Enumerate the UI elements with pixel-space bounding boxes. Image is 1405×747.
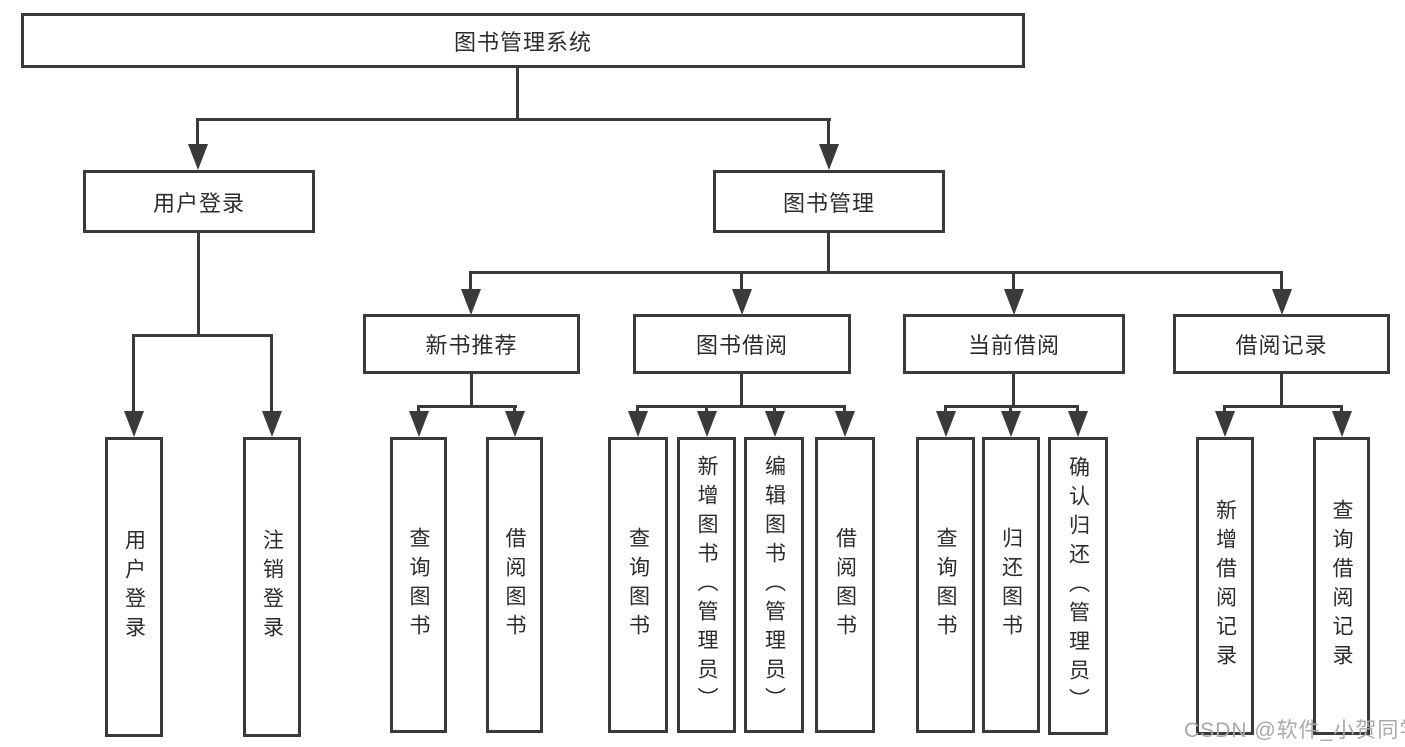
arrow-down-icon xyxy=(262,411,282,437)
arrow-down-icon xyxy=(409,411,429,437)
node-user-login: 用户登录 xyxy=(83,170,315,233)
arrow-down-icon xyxy=(765,411,785,437)
arrow-down-icon xyxy=(1068,411,1088,437)
connector-line xyxy=(740,271,743,291)
arrow-down-icon xyxy=(835,411,855,437)
arrow-down-icon xyxy=(1001,411,1021,437)
leaf-label: 查询图书 xyxy=(934,527,957,643)
connector-line xyxy=(469,271,1283,274)
leaf-label: 新增借阅记录 xyxy=(1213,499,1237,673)
leaf-label: 注销登录 xyxy=(260,529,284,645)
arrow-down-icon xyxy=(819,144,839,170)
leaf-label: 用户登录 xyxy=(122,529,146,645)
connector-line xyxy=(1009,405,1012,415)
leaf-label: 查询借阅记录 xyxy=(1330,499,1353,673)
connector-line xyxy=(469,271,472,291)
connector-line xyxy=(132,334,135,414)
arrow-down-icon xyxy=(1215,411,1235,437)
leaf-label: 新增图书（管理员） xyxy=(695,454,718,716)
connector-line xyxy=(944,405,947,415)
node-book-borrow: 图书借阅 xyxy=(633,314,851,374)
node-book-management: 图书管理 xyxy=(713,170,945,233)
connector-line xyxy=(636,405,639,415)
leaf-bb-add-book: 新增图书（管理员） xyxy=(677,437,736,733)
node-new-book-recommend: 新书推荐 xyxy=(363,314,580,374)
connector-line xyxy=(470,374,473,408)
connector-line xyxy=(197,233,200,337)
arrow-down-icon xyxy=(732,289,752,315)
leaf-label: 查询图书 xyxy=(407,527,430,643)
arrow-down-icon xyxy=(1332,411,1352,437)
leaf-bb-edit-book: 编辑图书（管理员） xyxy=(744,437,804,733)
leaf-nb-borrow-book: 借阅图书 xyxy=(486,437,543,733)
arrow-down-icon xyxy=(936,411,956,437)
connector-line xyxy=(1280,271,1283,291)
connector-line xyxy=(1280,374,1283,408)
leaf-cb-query-book: 查询图书 xyxy=(916,437,975,733)
connector-line xyxy=(827,233,830,274)
connector-line xyxy=(1340,405,1343,415)
connector-line xyxy=(843,405,846,415)
arrow-down-icon xyxy=(124,411,144,437)
node-library-system: 图书管理系统 xyxy=(21,13,1025,68)
leaf-logout: 注销登录 xyxy=(243,437,301,737)
leaf-label: 归还图书 xyxy=(999,527,1023,643)
watermark-text: CSDN @软件_小贺同学 xyxy=(1184,719,1405,742)
connector-line xyxy=(1076,405,1079,415)
connector-line xyxy=(196,118,831,121)
arrow-down-icon xyxy=(1004,289,1024,315)
connector-line xyxy=(740,374,743,408)
connector-line xyxy=(1012,374,1015,408)
connector-line xyxy=(516,68,519,121)
connector-line xyxy=(417,405,420,415)
connector-line xyxy=(132,334,273,337)
leaf-bb-query-book: 查询图书 xyxy=(608,437,668,733)
leaf-label: 查询图书 xyxy=(626,527,650,643)
leaf-cb-return-book: 归还图书 xyxy=(982,437,1040,733)
leaf-label: 确认归还（管理员） xyxy=(1066,455,1090,717)
leaf-label: 编辑图书（管理员） xyxy=(762,454,786,716)
node-current-borrow: 当前借阅 xyxy=(903,314,1125,374)
connector-line xyxy=(705,405,708,415)
connector-line xyxy=(636,405,846,408)
arrow-down-icon xyxy=(461,289,481,315)
arrow-down-icon xyxy=(697,411,717,437)
connector-line xyxy=(773,405,776,415)
connector-line xyxy=(417,405,517,408)
connector-line xyxy=(827,118,830,148)
arrow-down-icon xyxy=(1272,289,1292,315)
leaf-nb-query-book: 查询图书 xyxy=(390,437,447,733)
arrow-down-icon xyxy=(188,144,208,170)
leaf-br-query-record: 查询借阅记录 xyxy=(1313,437,1370,735)
leaf-bb-borrow-book: 借阅图书 xyxy=(815,437,875,733)
leaf-label: 借阅图书 xyxy=(833,527,857,643)
leaf-label: 借阅图书 xyxy=(503,527,526,643)
connector-line xyxy=(513,405,516,415)
connector-line xyxy=(1012,271,1015,291)
arrow-down-icon xyxy=(505,411,525,437)
leaf-cb-confirm-return: 确认归还（管理员） xyxy=(1048,437,1108,735)
connector-line xyxy=(1223,405,1226,415)
node-borrow-records: 借阅记录 xyxy=(1173,314,1390,374)
leaf-user-login: 用户登录 xyxy=(105,437,163,737)
connector-line xyxy=(270,334,273,414)
arrow-down-icon xyxy=(628,411,648,437)
leaf-br-add-record: 新增借阅记录 xyxy=(1196,437,1254,735)
connector-line xyxy=(196,118,199,148)
connector-line xyxy=(1223,405,1343,408)
